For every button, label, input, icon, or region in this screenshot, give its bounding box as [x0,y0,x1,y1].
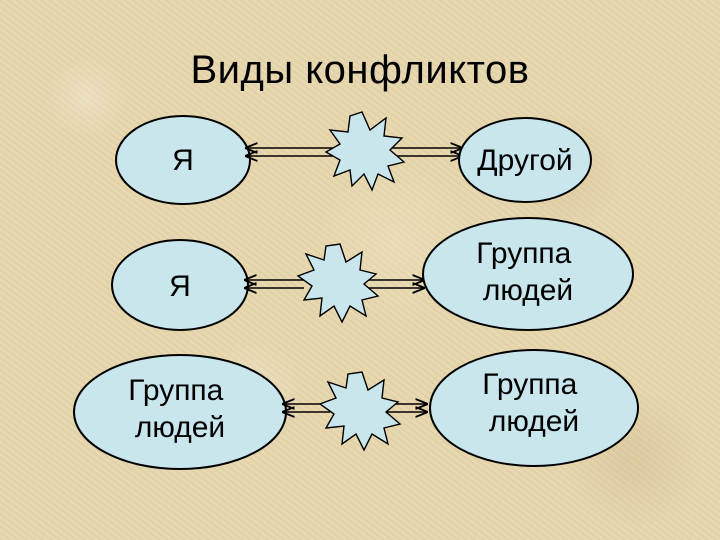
node-right-3-text: Группа людей [482,368,585,438]
conflict-row-2: Я Группа людей [111,217,634,331]
node-right-2 [422,217,634,331]
node-left-1-text: Я [172,144,194,177]
page-title: Виды конфликтов [190,48,530,92]
node-right-3 [429,349,639,467]
node-right-2-text: Группа людей [476,237,579,307]
node-right-3-line-2: людей [489,405,579,438]
conflict-row-1: Я Другой [115,111,592,205]
node-left-3-text: Группа людей [128,374,231,444]
node-left-3-line-1: Группа [128,374,223,407]
node-right-1-text: Другой [477,144,572,177]
explosion-burst-icon [296,243,380,324]
explosion-burst-icon [324,111,406,192]
node-right-1-line-1: Другой [477,144,572,177]
node-right-2-line-1: Группа [476,237,571,270]
node-left-2-line-1: Я [169,270,191,303]
node-right-2-line-2: людей [483,274,573,307]
node-right-1 [458,117,592,203]
explosion-burst-icon [318,371,402,452]
conflict-row-3: Группа людей Группа людей [73,349,639,470]
node-left-1-line-1: Я [172,144,194,177]
node-right-3-line-1: Группа [482,368,577,401]
node-left-2-text: Я [169,270,191,303]
node-left-3-line-2: людей [135,411,225,444]
